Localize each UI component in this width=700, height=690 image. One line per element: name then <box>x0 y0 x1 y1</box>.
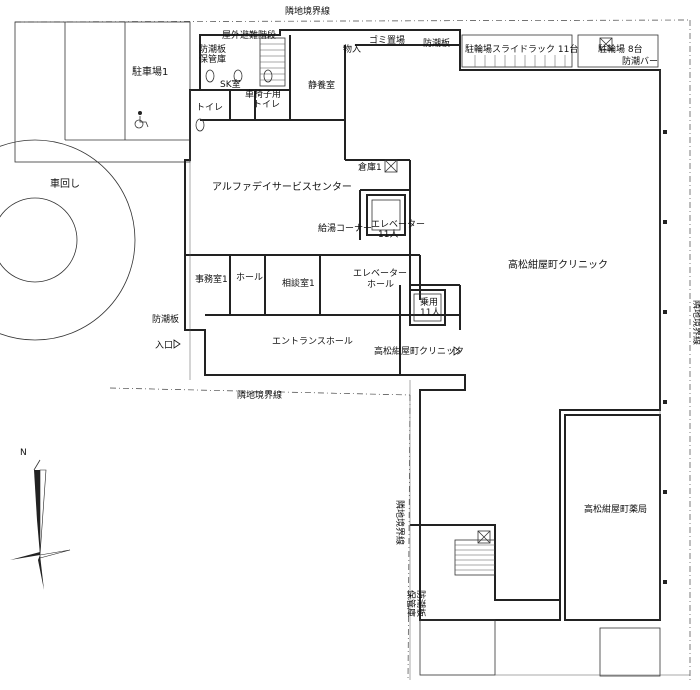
toilet-fixtures <box>195 69 273 132</box>
label-parking-1: 駐車場1 <box>132 65 168 78</box>
turnaround-circle <box>0 139 136 341</box>
label-flood-bar: 防潮バー <box>622 55 658 67</box>
wheelchair-icon <box>134 111 149 129</box>
label-elevator-a-l2: 11人 <box>378 229 398 240</box>
boundary-line-top <box>14 19 691 23</box>
boundary-line-bottom <box>109 387 411 396</box>
clinic-entry-arrow <box>453 346 461 356</box>
label-passenger-elev: 乗用 11人 <box>420 296 441 318</box>
interior-walls <box>185 35 461 375</box>
label-bike-parking-8: 駐輪場 8台 <box>598 43 643 55</box>
label-rest-room: 静養室 <box>308 79 335 91</box>
label-flood-board-left: 防潮板 <box>152 313 179 325</box>
label-entrance: 入口 <box>155 340 173 351</box>
label-wheelchair-wc-l2: トイレ <box>253 100 280 110</box>
entrance-arrow <box>173 339 181 349</box>
label-consult: 相談室1 <box>282 277 315 289</box>
label-clinic-main: 高松紺屋町クリニック <box>508 258 608 271</box>
columns <box>663 130 667 584</box>
label-flood-storage-bottom-l2: 保管庫 <box>405 590 417 617</box>
label-boundary-mid: 隣地境界線 <box>394 500 406 545</box>
label-boundary-bottom: 隣地境界線 <box>237 389 282 401</box>
label-office: 事務室1 <box>195 273 228 285</box>
label-flood-storage-bottom-l1: 防潮板 <box>415 590 427 617</box>
boundary-line-mid <box>407 394 411 681</box>
label-pantry: 給湯コーナー <box>318 222 372 234</box>
label-clinic-entry: 高松紺屋町クリニック <box>374 345 464 357</box>
label-passenger-elev-l2: 11人 <box>420 307 440 318</box>
label-turnaround: 車回し <box>50 177 80 190</box>
label-service-center: アルファデイサービスセンター <box>212 180 352 193</box>
parking-lot-1 <box>14 21 191 163</box>
label-flood-storage-top-l1: 防潮板 <box>199 43 226 55</box>
label-elevator-hall-l2: ホール <box>367 279 394 290</box>
label-elevator-hall-l1: エレベーター <box>353 268 407 279</box>
shaft-x-warehouse <box>384 159 398 173</box>
bike-rack <box>461 34 659 68</box>
label-wc: トイレ <box>196 103 223 113</box>
label-elevator-a-l1: エレベーター <box>371 219 425 230</box>
pharmacy-room <box>564 414 661 621</box>
label-flood-storage-top: 防潮板 保管庫 <box>199 43 229 65</box>
label-flood-storage-bottom: 防潮板 保管庫 <box>405 590 427 620</box>
label-garbage: ゴミ置場 <box>369 34 405 46</box>
building-outline <box>184 29 661 621</box>
bottom-room-a <box>419 619 496 676</box>
label-flood-storage-top-l2: 保管庫 <box>199 53 226 65</box>
label-warehouse: 倉庫1 <box>358 161 382 173</box>
label-boundary-top: 隣地境界線 <box>285 5 330 17</box>
elevator-shaft-b <box>409 289 446 326</box>
shaft-x-top <box>599 37 613 51</box>
label-wheelchair-wc: 車椅子用 トイレ <box>245 88 284 110</box>
label-boundary-right: 隣地境界線 <box>691 300 700 345</box>
label-wheelchair-wc-l1: 車椅子用 <box>245 88 281 100</box>
outdoor-stairs <box>259 37 286 87</box>
label-elevator-hall: エレベーター ホール <box>353 268 410 290</box>
elevator-shaft-a <box>366 194 406 236</box>
label-pharmacy: 高松紺屋町薬局 <box>584 503 647 515</box>
bottom-room-b <box>599 627 661 677</box>
label-north: N <box>20 448 27 458</box>
north-arrow-icon <box>10 459 71 590</box>
structural-gridlines <box>189 70 661 680</box>
label-hall: ホール <box>236 272 263 283</box>
label-storage-goods: 物入 <box>343 43 361 55</box>
label-passenger-elev-l1: 乗用 <box>420 296 438 308</box>
label-sk-room: SK室 <box>220 78 241 90</box>
label-outdoor-stairs: 屋外避難階段 <box>222 29 276 41</box>
annex-stair-block <box>454 539 496 576</box>
shaft-x-bottom <box>477 530 491 544</box>
label-bike-parking: 駐輪場スライドラック 11台 <box>465 43 578 55</box>
label-flood-board-top: 防潮板 <box>423 37 450 49</box>
label-elevator-a: エレベーター 11人 <box>371 219 428 240</box>
label-entrance-hall: エントランスホール <box>272 336 353 347</box>
annex-stairs <box>455 544 495 571</box>
